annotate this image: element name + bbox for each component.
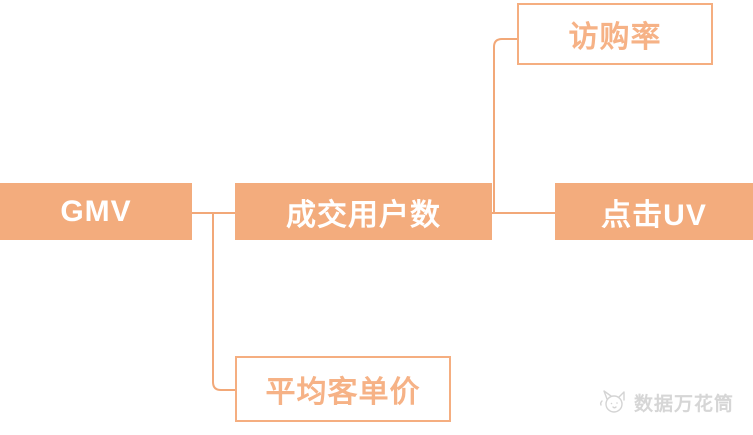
node-paying-users-label: 成交用户数: [286, 198, 441, 232]
cat-logo-icon: [599, 390, 625, 413]
node-click-uv-label: 点击UV: [601, 198, 707, 232]
node-avg-order-value: 平均客单价: [235, 356, 451, 422]
node-avg-order-value-label: 平均客单价: [265, 376, 421, 409]
node-paying-users: 成交用户数: [235, 183, 492, 240]
edge-gmv-avg-order: [212, 213, 235, 391]
node-gmv-label: GMV: [60, 194, 132, 228]
node-gmv: GMV: [0, 183, 192, 240]
node-visit-purchase-rate-label: 访购率: [568, 21, 662, 54]
watermark-text: 数据万花筒: [634, 393, 735, 415]
node-visit-purchase-rate: 访购率: [517, 3, 713, 65]
watermark: 数据万花筒: [598, 387, 734, 417]
node-click-uv: 点击UV: [555, 183, 753, 240]
edge-paying-users-visit-rate: [492, 38, 517, 214]
